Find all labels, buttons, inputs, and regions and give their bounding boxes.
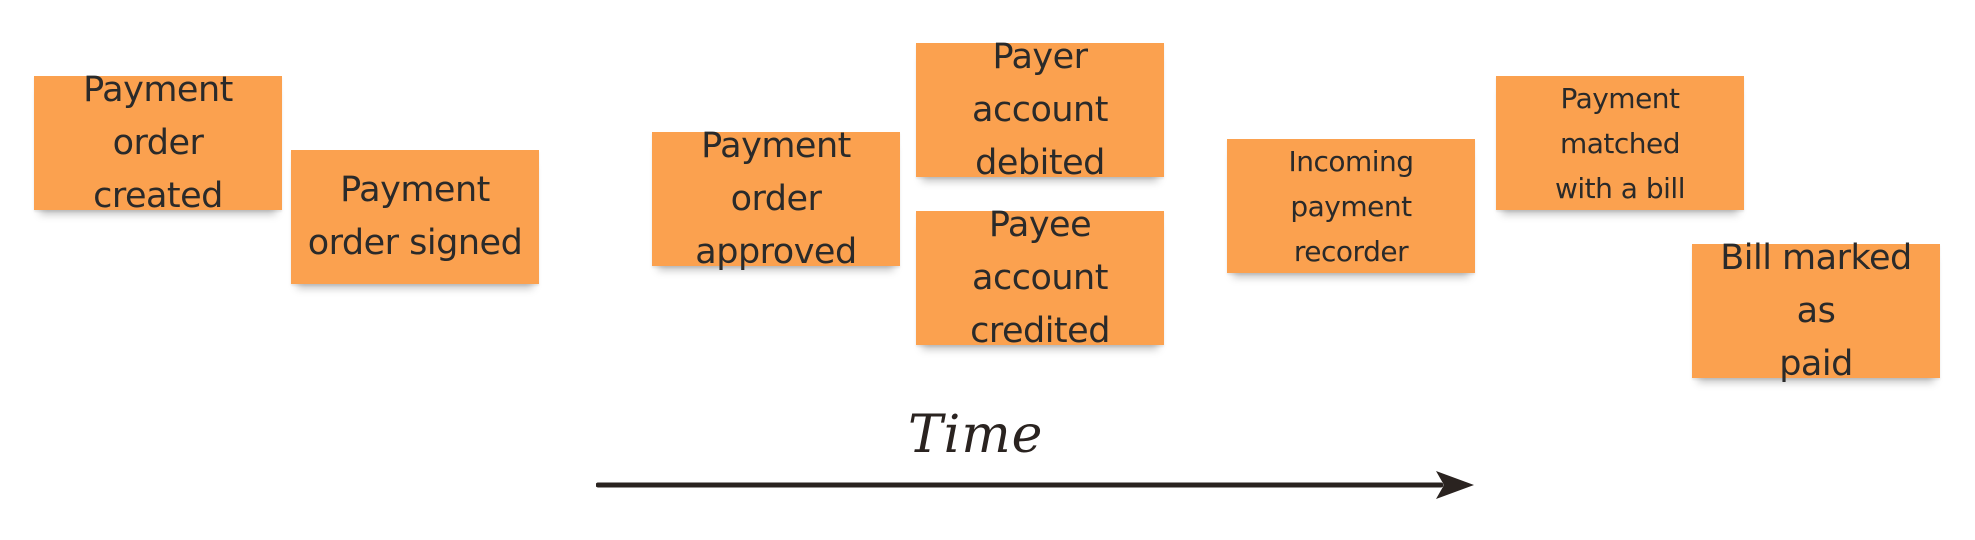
sticky-note-label: Payment order signed <box>307 170 523 263</box>
sticky-note-payee-account-credited[interactable]: Payee account credited <box>916 205 1164 351</box>
sticky-note-payment-matched-with-a-bill[interactable]: Payment matched with a bill <box>1496 76 1744 210</box>
time-arrow-head <box>1436 471 1474 499</box>
sticky-note-payment-order-signed[interactable]: Payment order signed <box>291 150 539 284</box>
sticky-note-bill-marked-as-paid[interactable]: Bill marked as paid <box>1692 238 1940 384</box>
sticky-note-payer-account-debited[interactable]: Payer account debited <box>916 37 1164 183</box>
sticky-note-payment-order-approved[interactable]: Payment order approved <box>652 126 900 272</box>
sticky-note-label: Payment order created <box>83 69 233 216</box>
sticky-note-label: Incoming payment recorder <box>1288 144 1414 268</box>
time-axis-label: Time <box>908 405 1044 465</box>
sticky-note-label: Payment matched with a bill <box>1555 81 1685 205</box>
sticky-note-label: Payer account debited <box>972 36 1108 183</box>
time-arrow <box>596 471 1474 499</box>
sticky-note-payment-order-created[interactable]: Payment order created <box>34 70 282 216</box>
sticky-note-label: Bill marked as paid <box>1720 237 1912 384</box>
sticky-note-label: Payment order approved <box>695 125 857 272</box>
sticky-note-label: Payee account credited <box>970 204 1110 351</box>
sticky-note-incoming-payment-recorder[interactable]: Incoming payment recorder <box>1227 139 1475 273</box>
